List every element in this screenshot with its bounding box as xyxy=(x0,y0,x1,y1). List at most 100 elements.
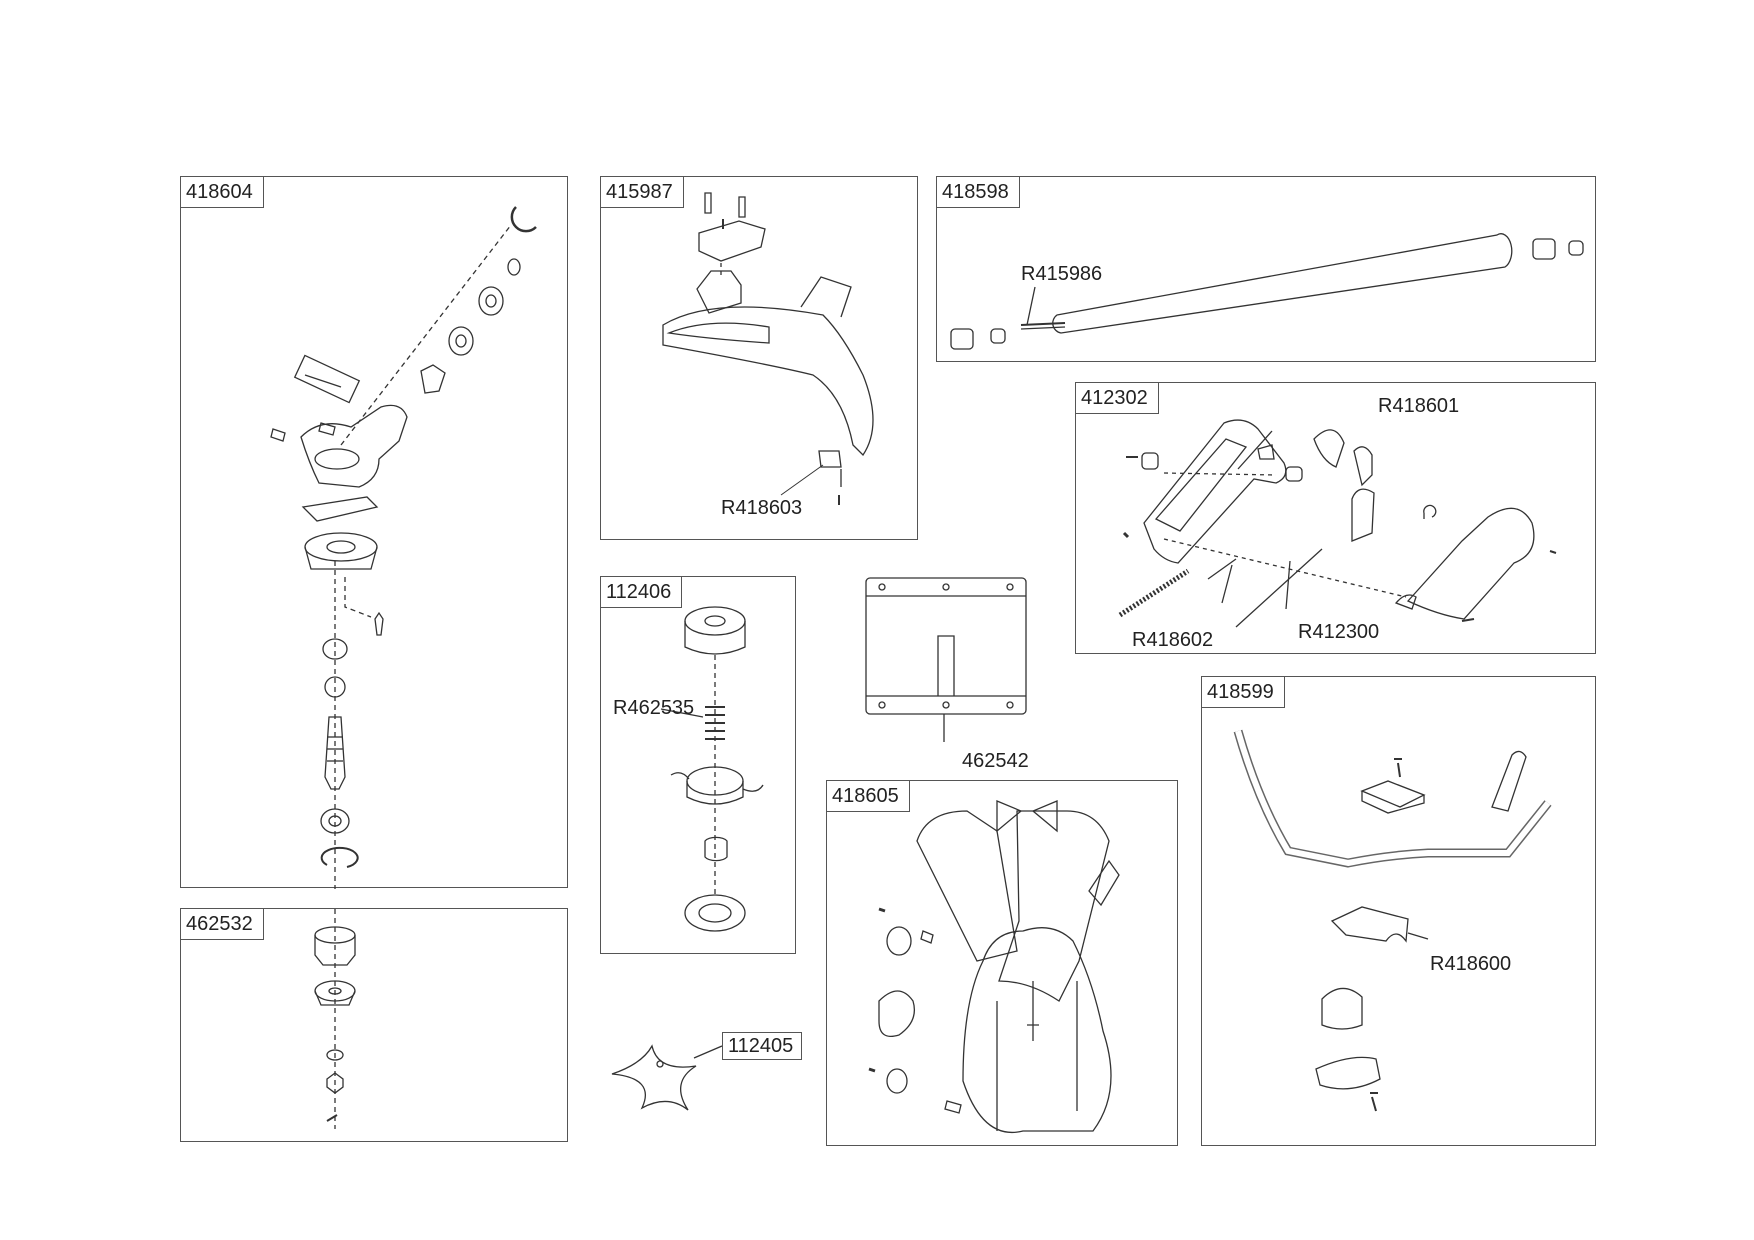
callout-R418602: R418602 xyxy=(1132,629,1214,651)
clip xyxy=(887,927,911,955)
spring xyxy=(1120,571,1188,615)
part-number-418599: 418599 xyxy=(1202,677,1285,708)
panel-418599: 418599 R418600 xyxy=(1201,676,1596,1146)
harness-exploded-view xyxy=(827,781,1179,1147)
buckle xyxy=(1089,861,1119,905)
panel-418604: 418604 xyxy=(180,176,568,888)
three-tooth-blade xyxy=(612,1046,696,1110)
callout-R418603: R418603 xyxy=(721,497,803,519)
panel-418598: 418598 R415986 xyxy=(936,176,1596,362)
throttle-cable xyxy=(1236,549,1322,627)
bushing xyxy=(1533,239,1555,259)
panel-412302: 412302 R418601 R418602 R412300 xyxy=(1075,382,1596,654)
callout-112405: 112405 xyxy=(722,1032,803,1060)
bushing xyxy=(951,329,973,349)
washer xyxy=(508,259,520,275)
bolt xyxy=(739,197,745,217)
strap-connector xyxy=(997,801,1057,831)
callout-462542: 462542 xyxy=(962,750,1029,772)
split-pin xyxy=(327,1115,337,1121)
handle-half-right xyxy=(1408,508,1534,619)
throttle-handle-exploded-view xyxy=(1076,383,1597,655)
head-base xyxy=(685,895,745,931)
throttle-trigger xyxy=(1314,430,1344,467)
gear-housing xyxy=(301,405,407,487)
nut xyxy=(327,1073,343,1093)
harness-strap-right xyxy=(999,811,1109,1001)
mounting-plate xyxy=(866,578,1026,714)
screw xyxy=(319,423,335,435)
washer xyxy=(327,1050,343,1060)
spring-clip xyxy=(1258,445,1274,459)
lower-clamp xyxy=(1316,1057,1380,1088)
bevel-gear xyxy=(421,365,445,393)
screw xyxy=(1394,759,1402,777)
part-number-418598: 418598 xyxy=(937,177,1020,208)
pinion-parts xyxy=(295,355,360,402)
guard-exploded-view xyxy=(601,177,919,541)
circlip xyxy=(322,848,358,867)
part-number-418605: 418605 xyxy=(827,781,910,812)
bearing xyxy=(323,639,347,659)
clip xyxy=(887,1069,907,1093)
lock-lever xyxy=(1354,447,1372,485)
part-number-462532: 462532 xyxy=(181,909,264,940)
harness-strap-left xyxy=(917,811,1017,961)
callout-R415986: R415986 xyxy=(1021,263,1103,285)
part-number-418604: 418604 xyxy=(181,177,264,208)
clamp-bracket xyxy=(1332,907,1408,941)
part-number-415987: 415987 xyxy=(601,177,684,208)
trimmer-guard xyxy=(663,307,873,455)
grip xyxy=(1492,751,1526,811)
panel-112406: 112406 R462535 xyxy=(600,576,796,954)
hook xyxy=(1027,981,1039,1041)
callout-R418601: R418601 xyxy=(1378,395,1460,417)
bearing-upper xyxy=(479,287,503,315)
spring xyxy=(705,707,725,739)
screw xyxy=(1370,1093,1378,1111)
eyelet xyxy=(705,837,727,860)
callout-R418600: R418600 xyxy=(1430,953,1512,975)
output-shaft xyxy=(325,717,345,789)
gear-head-exploded-view xyxy=(181,177,569,889)
bushing xyxy=(1286,467,1302,481)
panel-415987: 415987 R418603 xyxy=(600,176,918,540)
part-number-412302: 412302 xyxy=(1076,383,1159,414)
blade-fixing-kit xyxy=(181,909,569,1143)
handle-half-left xyxy=(1144,420,1286,563)
screw xyxy=(271,429,285,441)
panel-462532: 462532 xyxy=(180,908,568,1142)
switch-cover xyxy=(1352,489,1374,541)
bushing xyxy=(991,329,1005,343)
hip-pad xyxy=(963,928,1111,1133)
clip-holder xyxy=(879,991,914,1036)
bearing-lower xyxy=(449,327,473,355)
callout-R412300: R412300 xyxy=(1298,621,1380,643)
throttle-rod xyxy=(1208,559,1236,579)
handlebar-exploded-view xyxy=(1202,677,1597,1147)
leader-R418603 xyxy=(601,177,919,541)
inner-drive-cable xyxy=(1021,323,1065,325)
guard-mount xyxy=(697,271,741,313)
part-number-112406: 112406 xyxy=(601,577,683,608)
circlip xyxy=(512,207,536,231)
screw xyxy=(921,931,933,943)
callout-R462535: R462535 xyxy=(613,697,695,719)
bearing xyxy=(321,809,349,833)
upper-clamp xyxy=(1362,781,1424,807)
clamp xyxy=(699,221,765,261)
sleeve xyxy=(1322,988,1362,1029)
spacer xyxy=(325,677,345,697)
panel-418605: 418605 xyxy=(826,780,1178,1146)
trimmer-head-exploded-view xyxy=(601,577,797,955)
screw xyxy=(945,1101,961,1113)
drive-shaft-tube xyxy=(937,177,1597,363)
bushing xyxy=(1569,241,1583,255)
bolt xyxy=(705,193,711,213)
bushing xyxy=(1142,453,1158,469)
screw xyxy=(375,613,383,635)
line-cutter xyxy=(819,451,841,467)
